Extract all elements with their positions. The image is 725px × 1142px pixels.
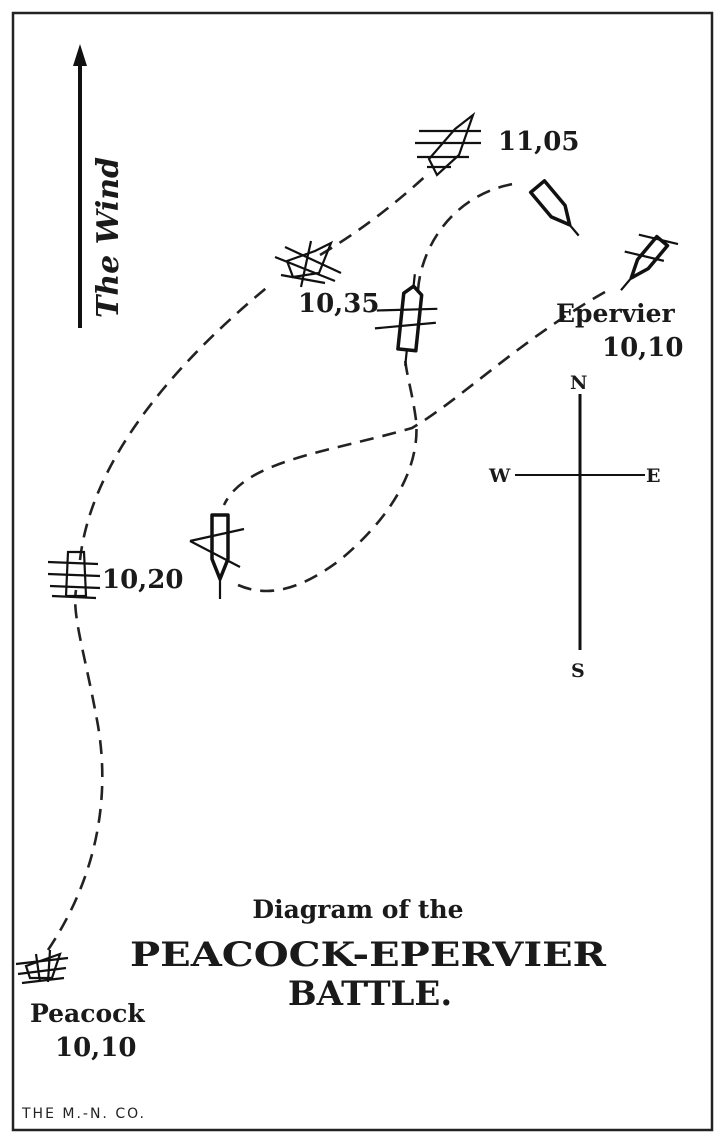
peacock-track xyxy=(46,171,431,951)
compass-east: E xyxy=(646,465,660,487)
frame-border xyxy=(11,11,714,1132)
peacock-ship-1020 xyxy=(47,550,101,600)
epervier-label: Epervier xyxy=(556,299,676,328)
peacock-label: Peacock xyxy=(30,999,145,1028)
epervier-ship-1020 xyxy=(189,513,245,599)
diagram-title-line2: PEACOCK-EPERVIER xyxy=(130,935,607,975)
compass-north: N xyxy=(570,372,587,394)
epervier-ship-1035 xyxy=(374,274,438,366)
epervier-time-label: 10,10 xyxy=(602,333,683,363)
time-label-1105: 11,05 xyxy=(498,127,579,157)
time-label-1035: 10,35 xyxy=(298,289,379,319)
compass-south: S xyxy=(571,660,585,682)
epervier-ship-1105 xyxy=(528,179,580,237)
diagram-title-line3: BATTLE. xyxy=(288,974,452,1014)
time-label-1020: 10,20 xyxy=(102,565,183,595)
wind-label: The Wind xyxy=(91,157,126,318)
peacock-ship-1035 xyxy=(274,240,342,288)
compass-rose-icon xyxy=(515,394,645,650)
wind-arrow-icon xyxy=(73,44,87,328)
compass-west: W xyxy=(488,465,511,487)
peacock-time-label: 10,10 xyxy=(55,1033,136,1063)
peacock-ship-1105 xyxy=(415,111,481,177)
publisher-credit: THE M.-N. CO. xyxy=(21,1106,146,1122)
peacock-ship-1010 xyxy=(15,949,69,985)
epervier-track xyxy=(222,181,606,593)
diagram-title-line1: Diagram of the xyxy=(252,895,463,924)
epervier-ship-1010 xyxy=(620,233,679,291)
